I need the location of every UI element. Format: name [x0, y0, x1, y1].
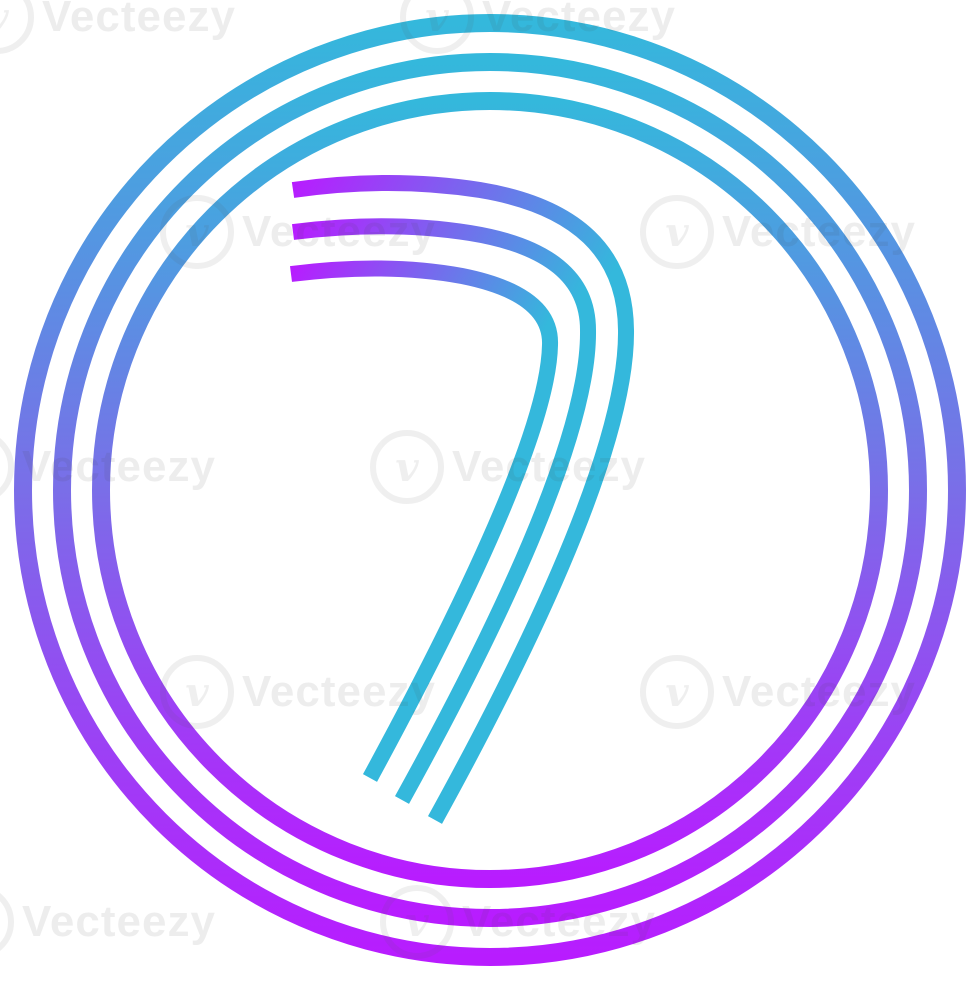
concentric-rings — [14, 14, 966, 966]
outer-ring — [14, 14, 966, 966]
seven-stroke-inner — [289, 260, 558, 782]
middle-ring — [53, 53, 927, 927]
crossbars — [282, 491, 690, 589]
inner-ring — [92, 92, 888, 888]
